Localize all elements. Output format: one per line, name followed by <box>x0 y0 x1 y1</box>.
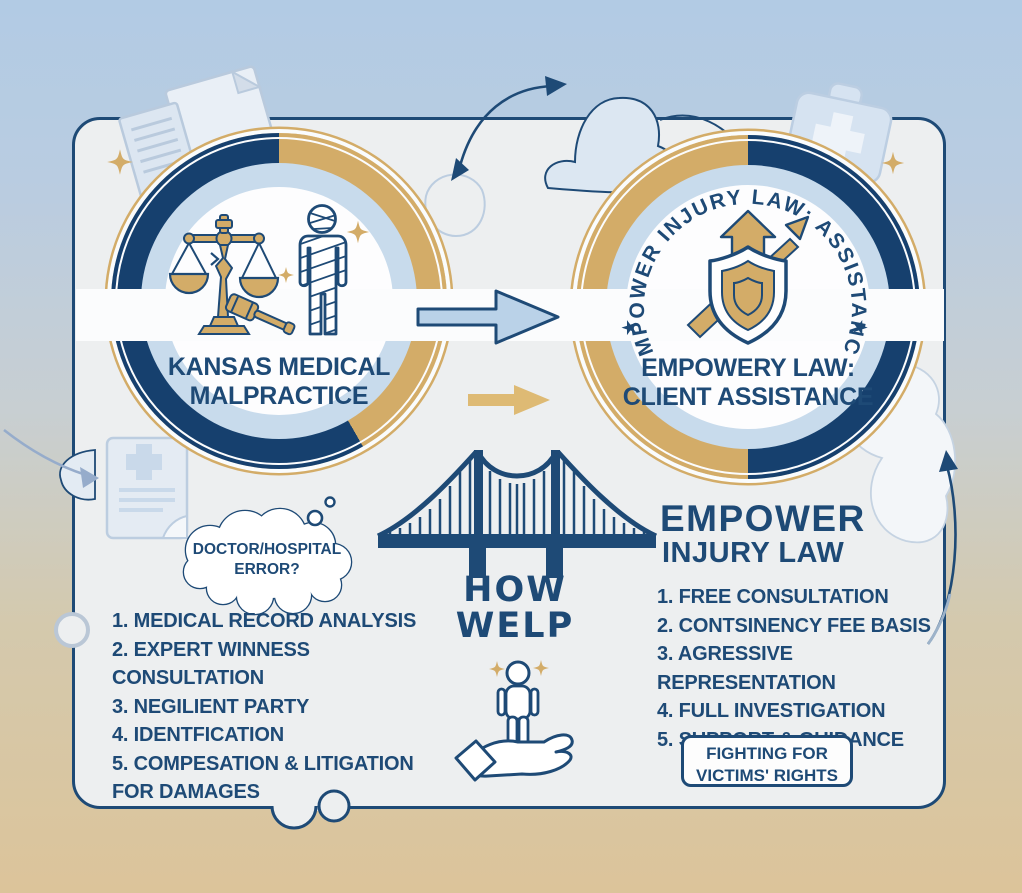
malpractice-steps-list: 1. MEDICAL RECORD ANALYSIS 2. EXPERT WIN… <box>112 607 452 807</box>
list-item: 3. AGRESSIVE REPRESENTATION <box>657 643 836 694</box>
gavel-icon <box>224 293 296 336</box>
right-circle-title-line1: EMPOWERY LAW: <box>641 354 855 382</box>
victims-rights-badge: FIGHTING FOR VICTIMS' RIGHTS <box>681 735 853 787</box>
how-welp-title: HOW WELP <box>425 572 605 645</box>
left-edge-arrow-icon <box>3 428 99 488</box>
medical-document-icon <box>105 436 189 540</box>
left-circle-title-line1: KANSAS MEDICAL <box>167 353 391 381</box>
right-circle-title-line2: CLIENT ASSISTANCE <box>622 382 874 411</box>
injury-law-heading: INJURY LAW <box>662 537 845 569</box>
empower-heading: EMPOWER <box>660 498 866 539</box>
list-item: 4. FULL INVESTIGATION <box>657 700 886 722</box>
hand-holding-person-icon <box>454 660 574 782</box>
sparkle-icon <box>107 149 905 677</box>
badge-line2: VICTIMS' RIGHTS <box>696 766 838 786</box>
left-circle-title: KANSAS MEDICAL MALPRACTICE <box>154 353 404 411</box>
thought-bubble-line2: ERROR? <box>234 560 300 578</box>
blob-outline-small <box>424 173 486 238</box>
gold-flow-arrow <box>468 385 550 415</box>
thought-bubble-line1: DOCTOR/HOSPITAL <box>192 541 342 558</box>
list-item: 4. IDENTFICATION <box>112 724 284 746</box>
thought-bubble-text: DOCTOR/HOSPITAL ERROR? <box>192 540 342 580</box>
list-item: 5. COMPESATION & LITIGATION <box>112 752 414 775</box>
right-circle-title: EMPOWERY LAW: CLIENT ASSISTANCE <box>608 354 888 412</box>
how-welp-line1: HOW <box>463 570 567 610</box>
how-welp-line2: WELP <box>455 606 575 647</box>
list-item: 3. NEGILIENT PARTY <box>112 695 310 718</box>
badge-line1: FIGHTING FOR <box>706 744 828 763</box>
list-item: 2. EXPERT WINNESS CONSULTATION <box>112 638 310 690</box>
list-item: 1. MEDICAL RECORD ANALYSIS <box>112 610 417 632</box>
shield-arrows-icon <box>686 209 810 345</box>
main-flow-arrow <box>416 289 560 345</box>
list-item: 2. CONTSINENCY FEE BASIS <box>657 614 931 637</box>
right-edge-arrow-icon <box>926 450 958 645</box>
left-circle-title-line2: MALPRACTICE <box>189 381 369 410</box>
top-curved-arrow-icon <box>451 76 567 181</box>
scales-and-gavel-icon <box>168 214 296 336</box>
bridge-icon <box>376 450 658 578</box>
left-border-circle-ornament <box>54 612 90 648</box>
bottom-border-ornament <box>270 789 351 830</box>
blob-left-edge <box>59 449 96 501</box>
list-item: FOR DAMAGES <box>112 781 260 803</box>
thought-bubble-icon <box>182 496 353 616</box>
list-item: 1. FREE CONSULTATION <box>657 586 889 608</box>
bandaged-patient-icon <box>298 204 348 336</box>
